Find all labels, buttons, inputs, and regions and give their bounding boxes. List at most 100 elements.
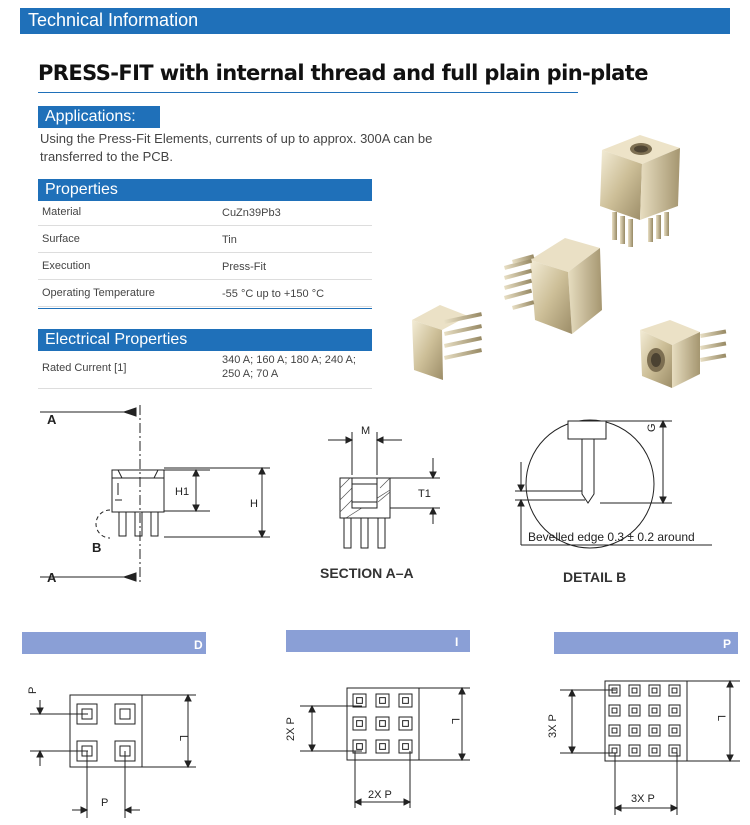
layout-label: P: [723, 637, 731, 651]
contact-pad-inner: [651, 727, 658, 734]
contact-pad: [668, 704, 681, 717]
contact-pad: [352, 716, 367, 731]
section-marker-a-bottom: A: [47, 570, 57, 585]
property-value: 340 A; 160 A; 180 A; 240 A; 250 A; 70 A: [222, 354, 356, 380]
contact-pad-inner: [631, 747, 638, 754]
length-label: L: [449, 718, 461, 724]
layout-bar: [554, 632, 738, 654]
contact-pad-inner: [671, 727, 678, 734]
contact-pad-inner: [651, 707, 658, 714]
layout-i: I 2X P 2X P L: [285, 630, 470, 808]
title-divider: [38, 92, 578, 93]
pitch-bottom-label: 3X P: [631, 793, 655, 805]
contact-pad: [608, 724, 621, 737]
contact-pad: [375, 693, 390, 708]
table-row: Execution Press-Fit: [38, 253, 372, 280]
applications-heading: Applications:: [38, 106, 160, 128]
contact-pad: [628, 724, 641, 737]
table-row: Operating Temperature -55 °C up to +150 …: [38, 280, 372, 307]
length-label: L: [177, 735, 189, 741]
press-fit-element-4: [640, 320, 727, 388]
table-row: Surface Tin: [38, 226, 372, 253]
layout-label: I: [455, 635, 458, 649]
contact-pad-inner: [671, 687, 678, 694]
property-value: Tin: [222, 234, 237, 246]
contact-pad: [608, 704, 621, 717]
contact-pad-inner: [651, 747, 658, 754]
contact-pad-inner: [611, 707, 618, 714]
pitch-side-label: P: [27, 687, 39, 694]
property-key: Operating Temperature: [42, 287, 155, 299]
dimension-m: M: [361, 425, 370, 437]
contact-pad: [628, 704, 641, 717]
detail-marker-b: B: [92, 540, 101, 555]
property-key: Surface: [42, 233, 80, 245]
property-value: -55 °C up to +150 °C: [222, 288, 325, 300]
contact-pad: [628, 684, 641, 697]
layout-p: P 3X P 3X P L: [547, 632, 740, 815]
table-row: Rated Current [1] 340 A; 160 A; 180 A; 2…: [38, 349, 372, 389]
properties-heading: Properties: [38, 179, 372, 201]
electrical-table: Rated Current [1] 340 A; 160 A; 180 A; 2…: [38, 349, 372, 389]
length-label: L: [715, 715, 727, 721]
section-caption: SECTION A–A: [320, 565, 414, 581]
table-row: Material CuZn39Pb3: [38, 199, 372, 226]
contact-pad-inner: [379, 743, 386, 750]
property-value: CuZn39Pb3: [222, 207, 281, 219]
contact-pad: [398, 739, 413, 754]
bevel-note: Bevelled edge 0.3 ± 0.2 around: [528, 530, 695, 544]
pitch-side-label: 2X P: [285, 717, 297, 741]
contact-pad-inner: [671, 747, 678, 754]
property-key: Material: [42, 206, 82, 218]
dimension-g: G: [646, 423, 658, 432]
contact-pad: [375, 739, 390, 754]
dimension-t1: T1: [418, 488, 431, 500]
side-view-drawing: [40, 405, 270, 584]
product-photo: [412, 135, 727, 388]
layout-label: D: [194, 638, 203, 652]
technical-drawing: A A B H1 H M T1 SECTION A–A G Bevelled e…: [22, 405, 740, 818]
property-value: Press-Fit: [222, 261, 266, 273]
product-title: PRESS-FIT with internal thread and full …: [38, 61, 648, 85]
press-fit-element-2: [503, 238, 602, 334]
contact-pad-inner: [356, 720, 363, 727]
layout-bar: [286, 630, 470, 652]
contact-pad-inner: [651, 687, 658, 694]
property-key: Execution: [42, 260, 91, 272]
contact-pad: [398, 693, 413, 708]
section-marker-a-top: A: [47, 412, 57, 427]
dimension-h: H: [250, 498, 258, 510]
contact-pad: [668, 744, 681, 757]
contact-pad-inner: [631, 707, 638, 714]
contact-pad: [668, 724, 681, 737]
property-key: Rated Current [1]: [42, 362, 127, 374]
contact-pad: [668, 684, 681, 697]
detail-drawing: [515, 419, 712, 549]
detail-caption: DETAIL B: [563, 569, 626, 585]
properties-table: Material CuZn39Pb3 Surface Tin Execution…: [38, 199, 372, 307]
contact-pad: [648, 724, 661, 737]
applications-underline: [38, 127, 160, 128]
contact-pad: [628, 744, 641, 757]
dimension-h1: H1: [175, 486, 189, 498]
applications-text: Using the Press-Fit Elements, currents o…: [40, 131, 433, 164]
contact-pad-inner: [402, 743, 409, 750]
contact-pad: [648, 684, 661, 697]
pitch-bottom-label: 2X P: [368, 789, 392, 801]
press-fit-element-3: [412, 305, 483, 380]
contact-pad-inner: [631, 727, 638, 734]
contact-pad: [375, 716, 390, 731]
contact-pad: [608, 684, 621, 697]
section-drawing: [328, 432, 440, 549]
contact-pad-inner: [611, 747, 618, 754]
contact-pad: [608, 744, 621, 757]
layout-bar: [22, 632, 206, 654]
electrical-heading: Electrical Properties: [38, 329, 372, 351]
press-fit-element-1: [600, 135, 680, 247]
contact-pad-inner: [671, 707, 678, 714]
contact-pad-inner: [356, 697, 363, 704]
pitch-side-label: 3X P: [547, 714, 559, 738]
contact-pad-inner: [402, 697, 409, 704]
contact-pad-inner: [379, 720, 386, 727]
banner-title: Technical Information: [28, 10, 199, 30]
